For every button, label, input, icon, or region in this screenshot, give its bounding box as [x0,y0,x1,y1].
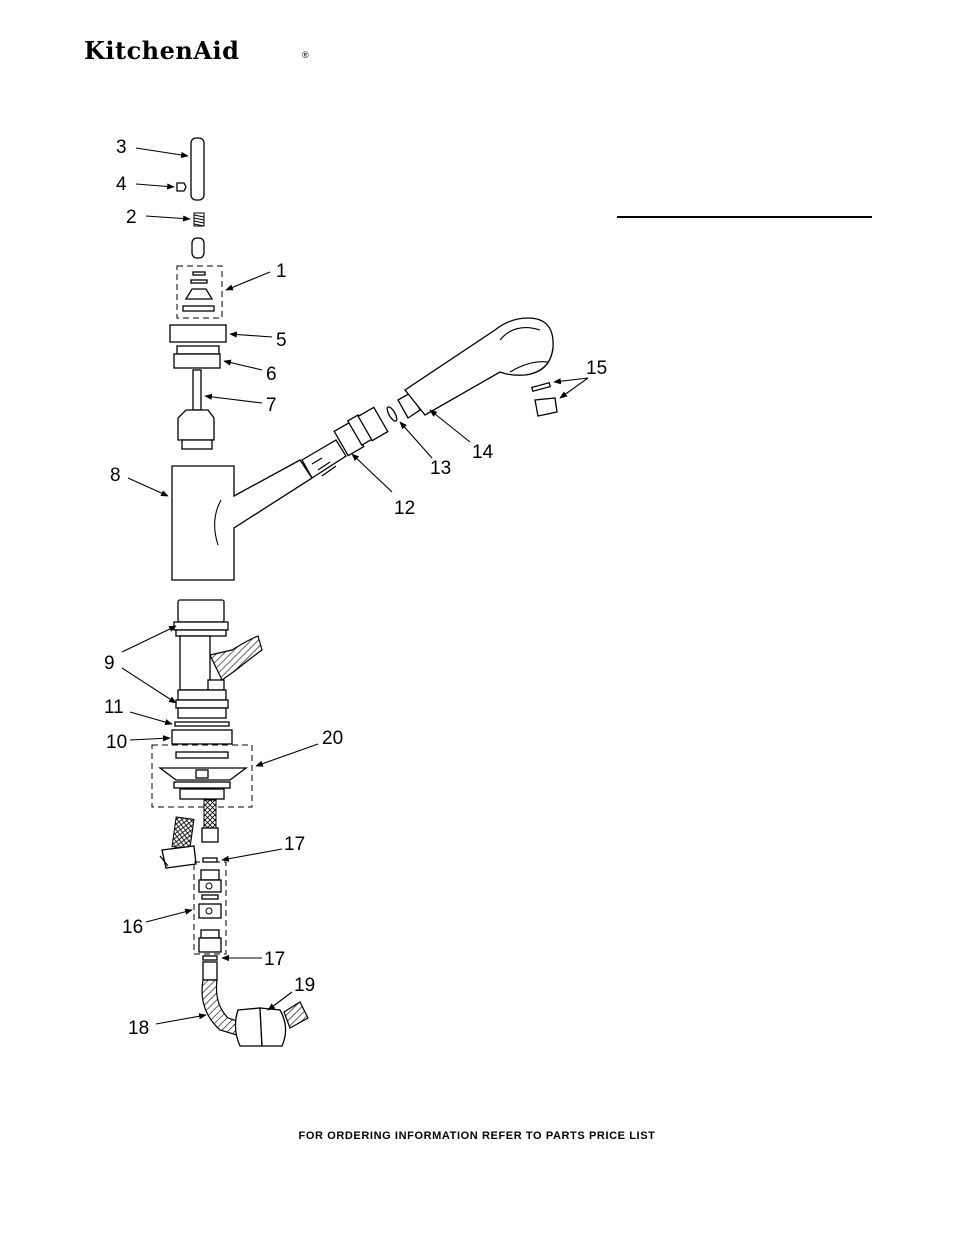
ordering-info-footer: FOR ORDERING INFORMATION REFER TO PARTS … [298,1130,656,1142]
part-2-spring [193,212,205,227]
callout-19: 19 [294,975,315,996]
callout-4: 4 [116,174,127,195]
callout-5: 5 [276,330,287,351]
title-rule [617,216,872,218]
callout-11: 11 [104,697,124,718]
callout-18: 18 [128,1018,149,1039]
part-7-cartridge [177,369,215,450]
callout-20: 20 [322,728,343,749]
callout-17-upper: 17 [284,834,305,855]
handle-cap [191,237,205,259]
part-5-bonnet-nut [169,324,227,343]
kitchenaid-logo: KitchenAid ® [84,36,309,65]
callout-labels: 3 4 2 1 5 6 7 8 15 13 14 12 9 11 10 20 1… [104,137,607,1039]
part-1-dome-assembly [176,265,223,319]
part-20-mounting-kit [151,744,253,808]
part-12-hose-coupling [301,406,389,479]
part-3-handle-lever [190,137,205,201]
registered-mark: ® [302,50,309,60]
callout-7: 7 [266,395,277,416]
callout-9: 9 [104,653,115,674]
leader-lines [121,147,589,1025]
callout-12: 12 [394,498,415,519]
callout-10: 10 [106,732,127,753]
callout-13: 13 [430,458,451,479]
part-6-retaining-nut [173,345,221,369]
callout-14: 14 [472,442,494,463]
part-15-aerator [530,381,558,417]
part-9-base-body [173,599,263,719]
callout-6: 6 [266,364,277,385]
supply-lines [159,799,219,869]
callout-8: 8 [110,465,121,486]
callout-15: 15 [586,358,607,379]
part-19-hose-weight [234,1007,287,1047]
part-8-faucet-body [171,459,313,581]
part-14-spray-head [397,317,554,419]
callout-16: 16 [122,917,143,938]
callout-3: 3 [116,137,127,158]
part-18-hose [201,961,309,1037]
part-4-set-screw [176,182,187,192]
part-16-check-valve-assembly [193,857,227,961]
callout-2: 2 [126,207,137,228]
part-13-o-ring [386,406,398,422]
brand-name: KitchenAid [84,36,240,65]
callout-17-lower: 17 [264,949,285,970]
callout-1: 1 [276,261,287,282]
part-11-10-gaskets [171,721,233,745]
